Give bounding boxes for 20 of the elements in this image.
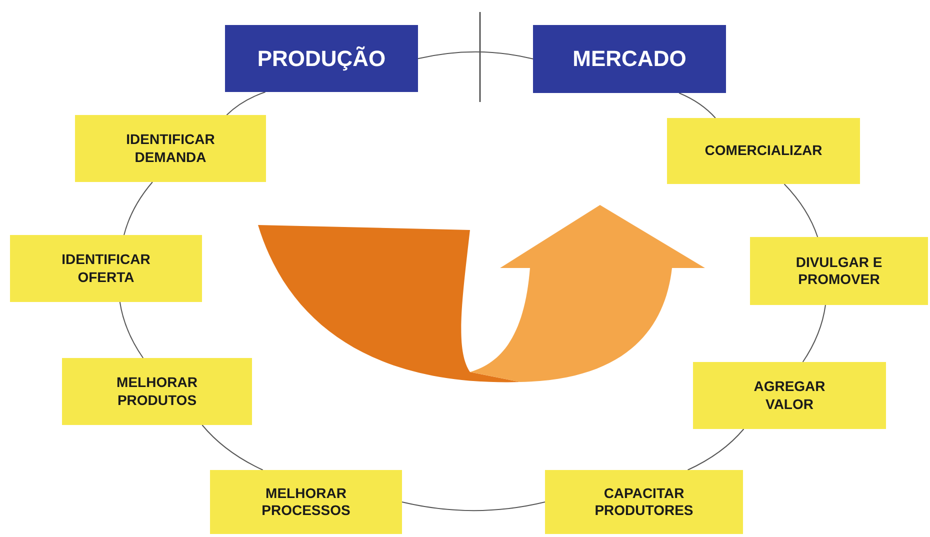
process-box: DIVULGAR E PROMOVER	[750, 237, 928, 305]
connector-line	[784, 184, 818, 238]
connector-line	[678, 92, 716, 118]
connector-line	[402, 502, 546, 512]
process-box: AGREGAR VALOR	[693, 362, 886, 429]
connector-line	[124, 182, 153, 236]
process-box: CAPACITAR PRODUTORES	[545, 470, 743, 534]
process-box: IDENTIFICAR DEMANDA	[75, 115, 266, 182]
connector-line	[687, 428, 744, 470]
process-box: IDENTIFICAR OFERTA	[10, 235, 202, 302]
heading-box: MERCADO	[533, 25, 726, 93]
connector-line	[202, 424, 264, 470]
connector-line	[802, 304, 826, 362]
process-box: COMERCIALIZAR	[667, 118, 860, 184]
heading-box: PRODUÇÃO	[225, 25, 418, 92]
connector-line	[226, 92, 266, 116]
process-box: MELHORAR PROCESSOS	[210, 470, 402, 534]
connector-line	[418, 51, 534, 60]
connector-line	[119, 302, 144, 358]
process-box: MELHORAR PRODUTOS	[62, 358, 252, 425]
